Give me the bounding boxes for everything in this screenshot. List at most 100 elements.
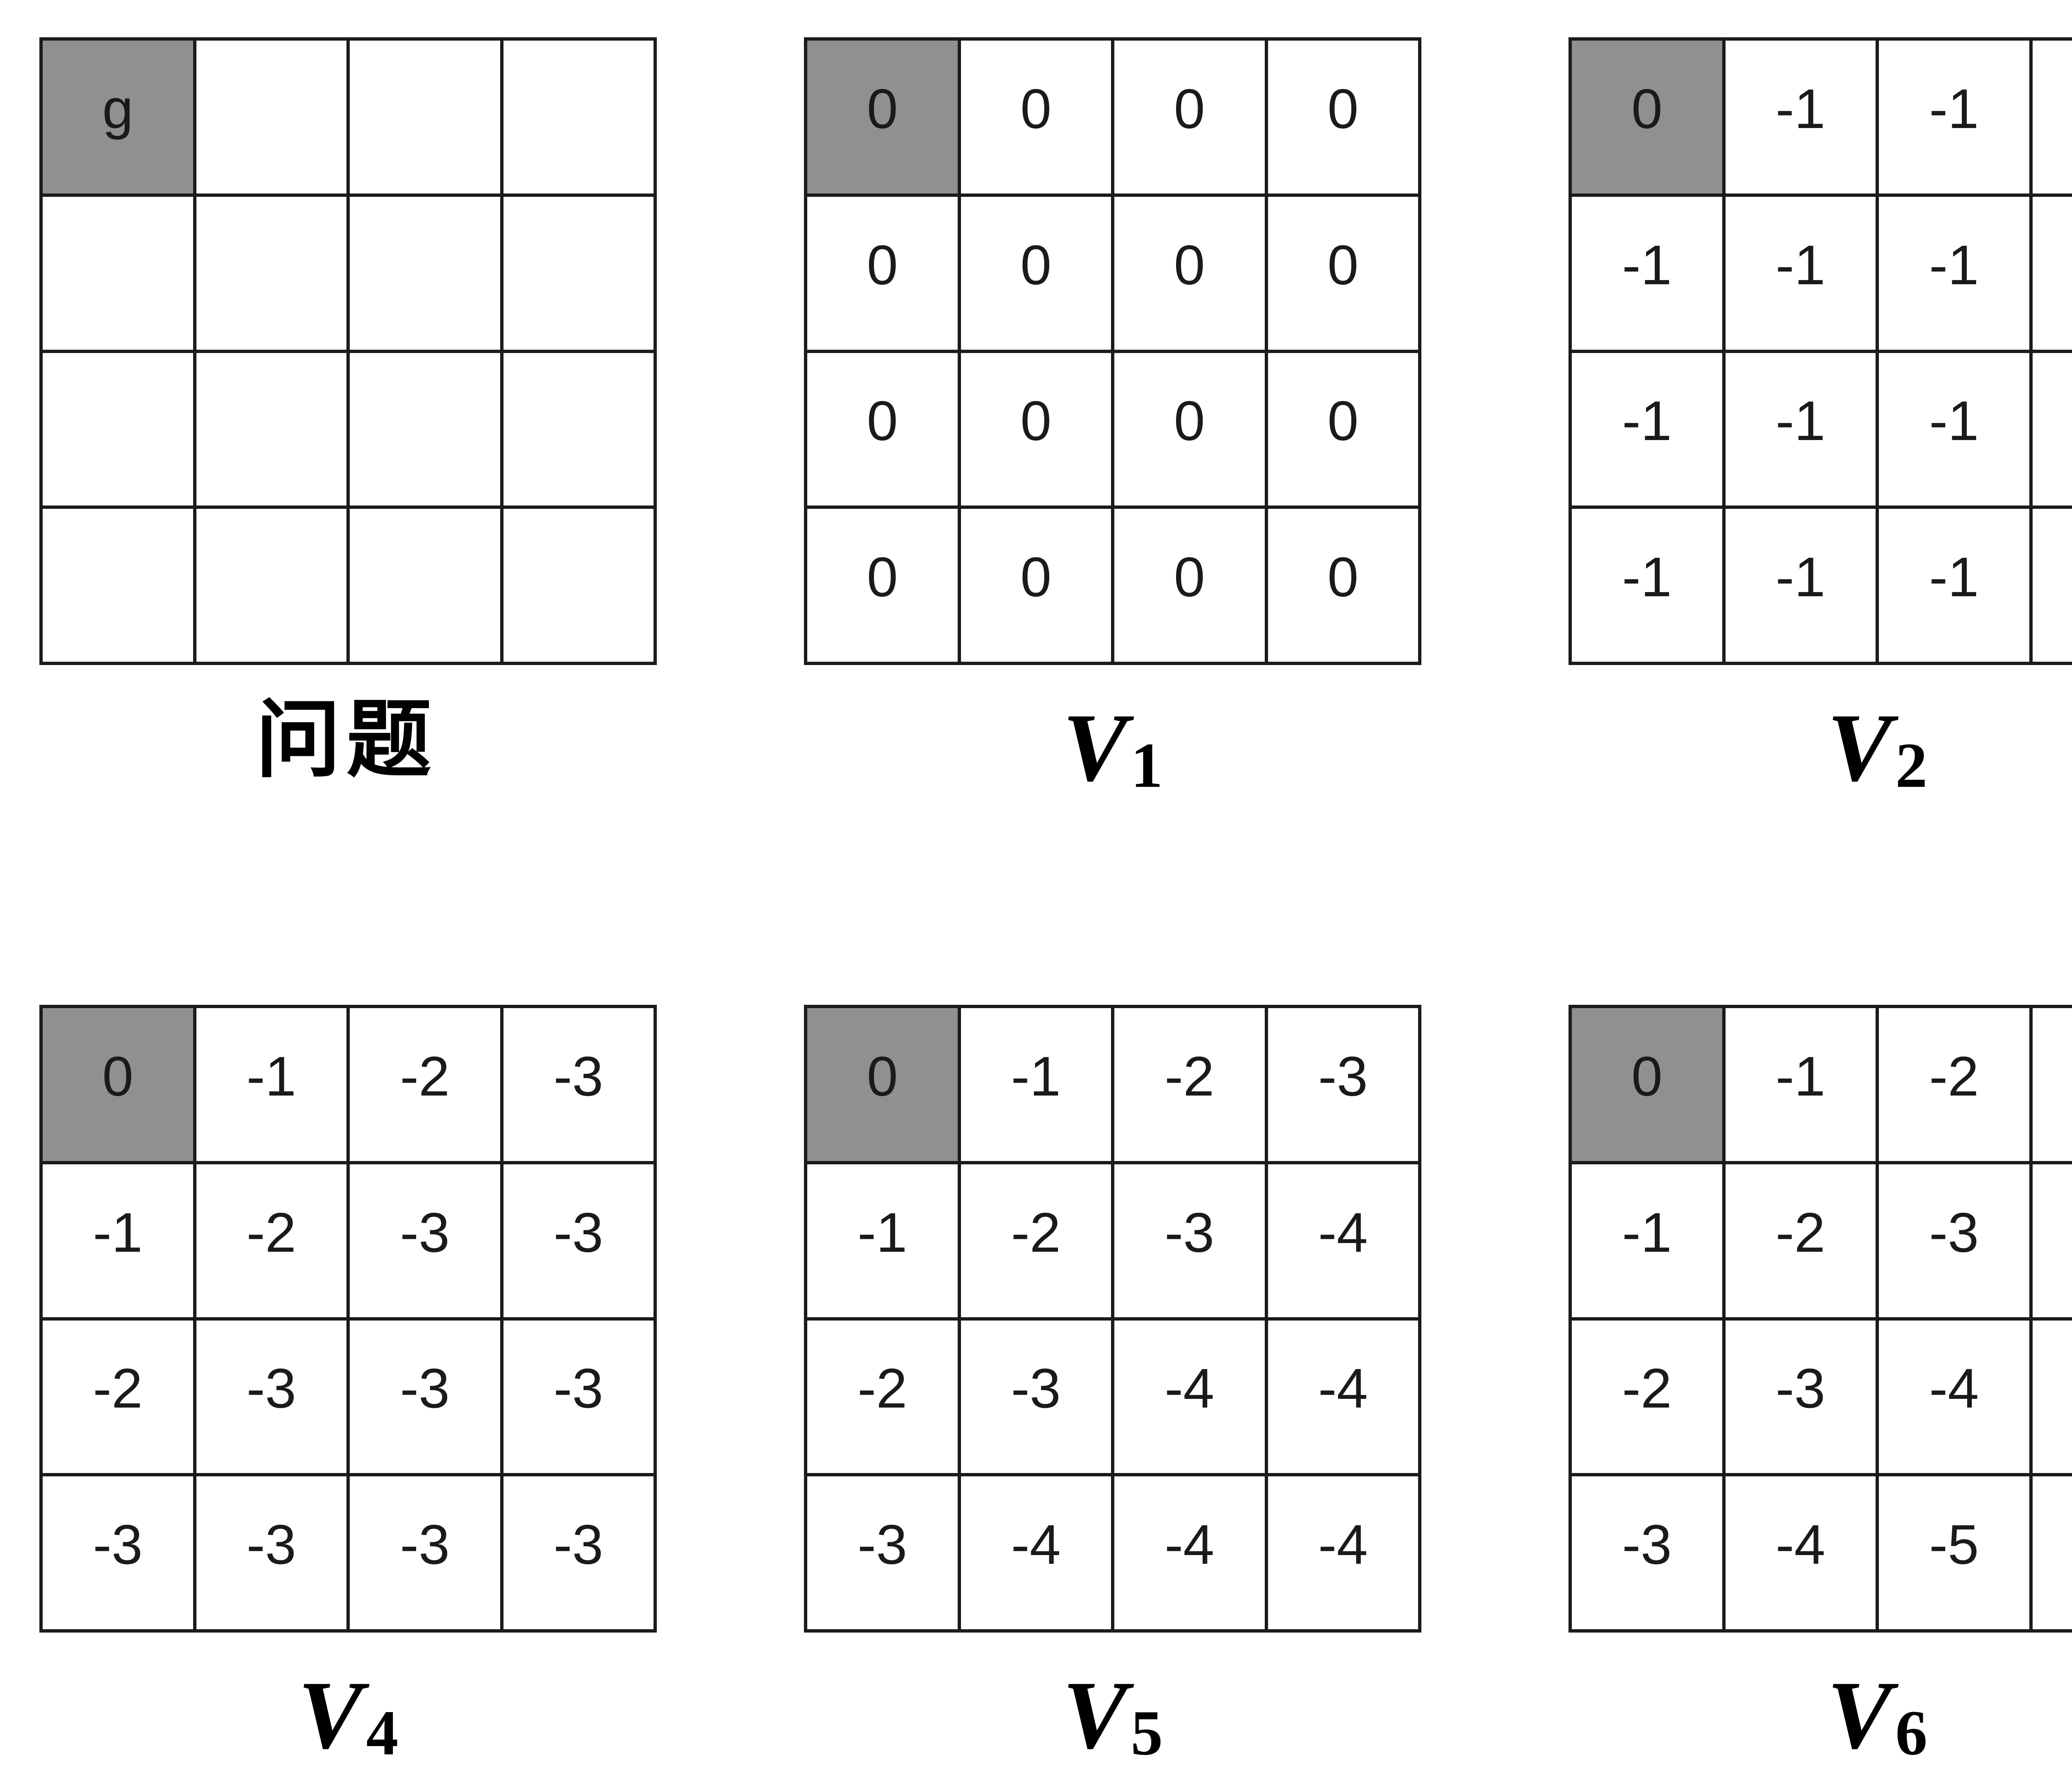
grid-cell: -1	[2033, 509, 2072, 662]
grid-cell	[43, 197, 193, 350]
goal-cell: 0	[807, 41, 958, 194]
grid-cell	[503, 353, 654, 506]
grid-cell: -2	[196, 1164, 347, 1317]
grid-cell	[350, 353, 500, 506]
grid-cell: 0	[1114, 197, 1265, 350]
grid-cell	[43, 509, 193, 662]
grid-cell	[350, 197, 500, 350]
goal-cell: g	[43, 41, 193, 194]
grid-cell: 0	[807, 509, 958, 662]
grid-cell: 0	[961, 353, 1111, 506]
grid-cell: -1	[1879, 197, 2029, 350]
grid-cell: 0	[1268, 509, 1418, 662]
grid-cell	[43, 353, 193, 506]
grid-cell: -4	[1268, 1321, 1418, 1473]
grid-cell: 0	[1114, 509, 1265, 662]
grid-cell: -4	[961, 1476, 1111, 1629]
grid-cell: -1	[1726, 41, 1876, 194]
grid-cell: -3	[2033, 1008, 2072, 1161]
grid-cell: -3	[807, 1476, 958, 1629]
value-grid-v5: 0-1-2-3-1-2-3-4-2-3-4-4-3-4-4-4	[804, 1005, 1421, 1633]
grid-cell: 0	[1114, 353, 1265, 506]
grid-cell: 0	[961, 197, 1111, 350]
grid-cell: -5	[2033, 1476, 2072, 1629]
grid-cell: -1	[1572, 1164, 1722, 1317]
grid-cell: -1	[2033, 197, 2072, 350]
grid-cell: -3	[43, 1476, 193, 1629]
value-grid-v6: 0-1-2-3-1-2-3-4-2-3-4-5-3-4-5-5	[1569, 1005, 2072, 1633]
grid-cell: -1	[1572, 509, 1722, 662]
goal-cell: 0	[1572, 41, 1722, 194]
grid-cell	[196, 509, 347, 662]
grid-cell: -3	[1879, 1164, 2029, 1317]
panel-label-text: V	[1827, 694, 1892, 801]
grid-cell: -3	[350, 1164, 500, 1317]
panel-label-subscript: 1	[1131, 733, 1163, 798]
grid-cell: -4	[1726, 1476, 1876, 1629]
grid-cell: -2	[961, 1164, 1111, 1317]
grid-cell: -3	[350, 1321, 500, 1473]
grid-cell	[196, 41, 347, 194]
grid-cell: -3	[196, 1476, 347, 1629]
value-grid-v4: 0-1-2-3-1-2-3-3-2-3-3-3-3-3-3-3	[39, 1005, 657, 1633]
value-grid-v2: 0-1-1-1-1-1-1-1-1-1-1-1-1-1-1-1	[1569, 37, 2072, 665]
goal-cell: 0	[1572, 1008, 1722, 1161]
grid-cell: 0	[1268, 41, 1418, 194]
panel-label-subscript: 4	[366, 1701, 399, 1765]
panel-v6: 0-1-2-3-1-2-3-4-2-3-4-5-3-4-5-5 V6	[1569, 1005, 2072, 1790]
grid-cell: -3	[503, 1476, 654, 1629]
grid-cell: -3	[1114, 1164, 1265, 1317]
grid-cell: -4	[1114, 1321, 1265, 1473]
grid-cell	[503, 41, 654, 194]
grid-cell: -3	[961, 1321, 1111, 1473]
grid-cell: -1	[1879, 41, 2029, 194]
grid-cell: 0	[961, 41, 1111, 194]
grid-cell	[196, 197, 347, 350]
grid-cell: -1	[807, 1164, 958, 1317]
panel-label-problem: 问题	[39, 694, 657, 822]
grid-cell: -2	[1572, 1321, 1722, 1473]
grid-cell: -1	[1726, 353, 1876, 506]
grid-cell: -2	[807, 1321, 958, 1473]
grid-cell: 0	[961, 509, 1111, 662]
panel-label-subscript: 6	[1895, 1701, 1928, 1765]
problem-grid: g	[39, 37, 657, 665]
grid-cell: -5	[2033, 1321, 2072, 1473]
panel-label-subscript: 5	[1131, 1701, 1163, 1765]
grid-cell: -4	[1268, 1164, 1418, 1317]
grid-cell: -2	[1726, 1164, 1876, 1317]
grid-cell: -3	[196, 1321, 347, 1473]
grid-cell: -1	[2033, 41, 2072, 194]
grid-cell	[503, 197, 654, 350]
goal-cell: 0	[43, 1008, 193, 1161]
grid-cell: 0	[807, 353, 958, 506]
grid-cell: -1	[196, 1008, 347, 1161]
grid-cell: -2	[1879, 1008, 2029, 1161]
grid-cell: -3	[503, 1008, 654, 1161]
panel-label-text: V	[1063, 1662, 1128, 1769]
grid-cell: -3	[1726, 1321, 1876, 1473]
panel-label-subscript: 2	[1895, 733, 1928, 798]
grid-cell: -1	[2033, 353, 2072, 506]
grid-cell: -3	[350, 1476, 500, 1629]
grid-cell: -1	[43, 1164, 193, 1317]
grid-cell: -3	[503, 1164, 654, 1317]
grid-cell: 0	[1268, 197, 1418, 350]
grid-cell: -1	[1879, 353, 2029, 506]
grid-cell: -1	[1726, 197, 1876, 350]
grid-cell: -2	[350, 1008, 500, 1161]
grid-cell: -4	[1879, 1321, 2029, 1473]
grid-cell	[503, 509, 654, 662]
grid-cell	[350, 41, 500, 194]
grid-cell: -1	[1572, 353, 1722, 506]
goal-cell: 0	[807, 1008, 958, 1161]
